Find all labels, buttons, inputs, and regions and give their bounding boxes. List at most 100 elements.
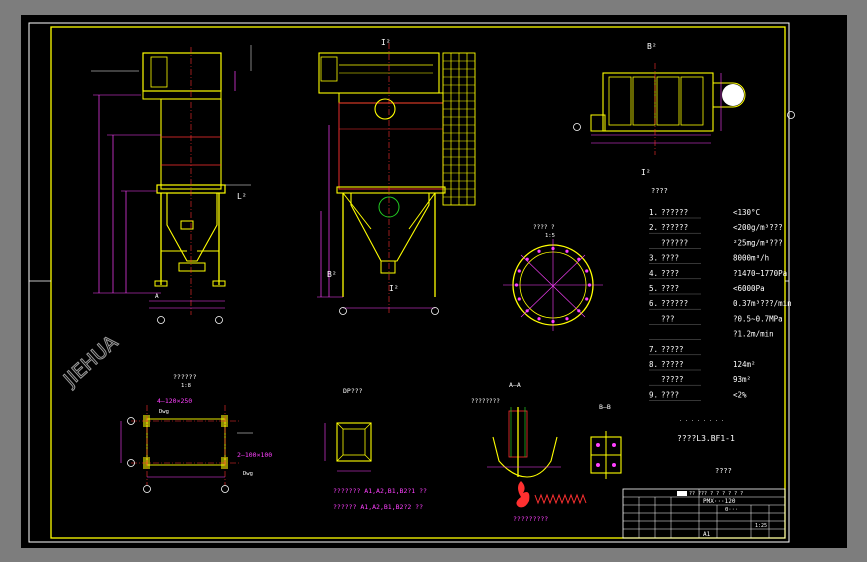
plan-scale: 1:8: [181, 383, 191, 389]
tech-item-number: 8.: [649, 360, 658, 369]
bolt-hole: [577, 257, 581, 261]
tech-item: 4.?????1470~1770Pa: [649, 269, 787, 279]
bolt-hole: [565, 317, 569, 321]
section-label-top: I²: [381, 38, 391, 47]
note-title: ????: [715, 467, 732, 475]
title-block-sheet-size: A1: [703, 531, 711, 538]
tech-item-value: ?0.5~0.7MPa: [733, 314, 783, 323]
tech-item: 5.???? <6000Pa: [649, 284, 765, 295]
cad-canvas: L² A I² I² B²: [28, 22, 795, 543]
bolt-hole: [551, 246, 555, 251]
bolt-hole: [585, 269, 589, 273]
view-label-bottom-right: I²: [641, 168, 651, 177]
top-right-view: [573, 63, 795, 155]
tech-item: ?????? ²25mg/m³???: [649, 238, 783, 249]
section-bb-label: B—B: [599, 403, 611, 411]
bolt-hole: [517, 269, 521, 273]
tech-item-value: ²25mg/m³???: [733, 238, 783, 247]
section-label-bottom: I²: [389, 284, 399, 293]
tech-item: 8.????? 124m²: [649, 360, 756, 371]
tech-item-value: 124m²: [733, 360, 756, 369]
outer-frame: [28, 22, 790, 543]
tech-heading: ????: [651, 187, 668, 195]
center-elevation-view: [318, 52, 476, 206]
bolt-hole: [525, 257, 529, 261]
tech-item-number: 4.: [649, 269, 658, 278]
inner-frame: [50, 26, 786, 539]
plan-dim-2: 2—100×100: [237, 451, 272, 459]
small-detail-view: [324, 422, 372, 472]
tech-spec-block: ????: [651, 187, 668, 195]
drawing-ref-1: ??????? A1,A2,B1,B2?1 ??: [333, 487, 427, 495]
tech-item: 6.??????0.37m³???/min: [649, 299, 792, 310]
foundation-plan-view: [120, 405, 253, 493]
bolt-hole: [514, 283, 519, 287]
title-block-drawing-no: 0···: [725, 507, 738, 513]
tech-item-number: 1.: [649, 208, 658, 217]
tech-item-label: ?????: [661, 360, 684, 369]
plan-label-1: Dwg: [159, 409, 169, 415]
circle-view-title: ???? ?: [533, 224, 555, 231]
drawing-ref-2: ?????? A1,A2,B1,B2?2 ??: [333, 503, 423, 511]
bolt-hole: [517, 297, 521, 301]
tech-item-value: <6000Pa: [733, 284, 765, 293]
tech-item: 1.?????? <130°C: [649, 208, 760, 219]
title-block-code: PMX···120: [703, 498, 736, 505]
tech-item-value: <200g/m³???: [733, 223, 783, 232]
section-bb-view: [590, 431, 622, 479]
tech-item-number: 2.: [649, 223, 658, 232]
bolt-hole: [577, 309, 581, 313]
tech-item-label: ????: [661, 390, 679, 399]
section-aa-view: [487, 407, 561, 478]
circle-view-scale: 1:5: [545, 233, 555, 239]
tech-item-label: ??????: [661, 208, 688, 217]
tech-item: 7.?????: [649, 345, 701, 355]
tech-item-label: ??????: [661, 299, 688, 308]
tech-item-number: 6.: [649, 299, 658, 308]
tech-item-label: ????: [661, 269, 679, 278]
plan-label-2: Dwg: [243, 471, 253, 477]
tech-item: 2.??????<200g/m³???: [649, 223, 783, 234]
company-logo: [516, 481, 530, 508]
watermark: JIEHUA: [59, 331, 122, 391]
tech-item: ?????93m²: [649, 375, 751, 386]
tech-item-label: ???: [661, 314, 675, 323]
label-b-ref: B²: [327, 270, 337, 279]
section-aa-title: ????????: [471, 398, 500, 405]
tech-item: ??? ?0.5~0.7MPa: [649, 314, 783, 325]
tech-item-label: ????: [661, 284, 679, 293]
small-view-title: DP???: [343, 387, 363, 395]
tech-item: 3.????8000m³/h: [649, 254, 769, 264]
ladder-rungs: [443, 60, 475, 198]
tech-item: ?1.2m/min: [649, 330, 774, 340]
tech-item-label: ??????: [661, 238, 688, 247]
center-hopper: [317, 43, 446, 315]
plan-dim-1: 4—120×250: [157, 397, 192, 405]
note-subtitle: . . . . . . . .: [679, 417, 724, 423]
bolt-hole: [537, 249, 541, 253]
coil-mark: [534, 493, 587, 505]
drawing-ref-3: ?????????: [513, 515, 548, 523]
drawing-sheet: L² A I² I² B²: [21, 15, 847, 548]
tech-item-label: ?????: [661, 345, 684, 354]
tech-item-number: 9.: [649, 390, 658, 399]
coil-zigzag: [534, 493, 587, 505]
tech-item-value: <2%: [733, 390, 747, 399]
tech-item-value: ?1.2m/min: [733, 330, 774, 339]
model-number: ????L3.BF1-1: [677, 434, 735, 443]
tech-item-number: 5.: [649, 284, 658, 293]
tech-spec-items: 1.??????<130°C2.??????<200g/m³?????????²…: [649, 208, 792, 401]
tech-item-label: ?????: [661, 375, 684, 384]
left-elevation-view: [91, 45, 252, 324]
bolt-hole: [587, 283, 592, 287]
title-block-company: ?? ??? ? ? ? ? ? ?: [689, 491, 743, 497]
title-block: [622, 488, 786, 539]
flange-bolt-holes: [514, 246, 592, 324]
label-l-ref: L²: [237, 192, 247, 201]
title-block-scale: 1:25: [755, 523, 767, 529]
bolt-hole: [551, 319, 555, 324]
tech-item-number: 3.: [649, 254, 658, 263]
view-label-top-right: B²: [647, 42, 657, 51]
tech-item-value: <130°C: [733, 208, 760, 217]
plan-title: ??????: [173, 373, 197, 381]
